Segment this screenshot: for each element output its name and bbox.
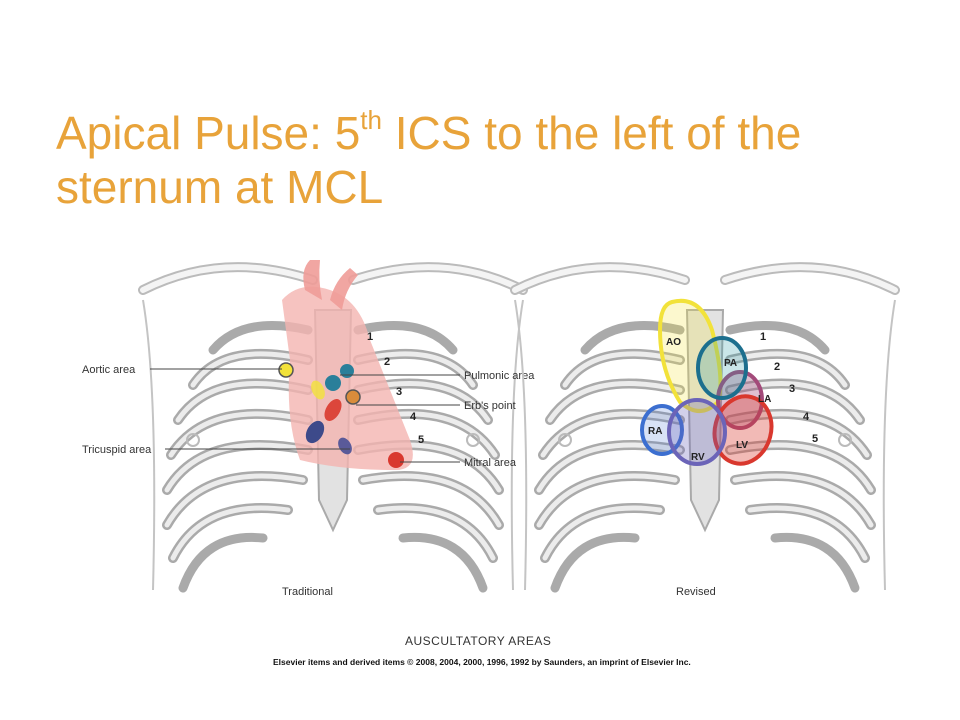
chamber-lv	[712, 394, 774, 466]
title-text-post: ICS to the left of the	[381, 107, 802, 159]
rib-num-right-1: 1	[760, 331, 766, 343]
chamber-ao	[657, 298, 723, 413]
chamber-label-ra: RA	[648, 426, 662, 437]
title-superscript: th	[360, 104, 382, 135]
rib-num-4: 4	[410, 411, 417, 423]
revised-diagram: 1 2 3 4 5 AO PA LA RA RV LV Revised	[515, 267, 895, 598]
caption-traditional: Traditional	[282, 586, 333, 598]
label-erbs-point: Erb's point	[464, 400, 516, 412]
mitral-area-marker	[388, 452, 404, 468]
chamber-label-ao: AO	[666, 337, 681, 348]
rib-num-right-2: 2	[774, 361, 780, 373]
label-aortic-area: Aortic area	[82, 364, 136, 376]
copyright-credit: Elsevier items and derived items © 2008,…	[273, 657, 691, 667]
rib-num-right-3: 3	[789, 383, 795, 395]
chamber-label-lv: LV	[736, 440, 748, 451]
rib-num-right-5: 5	[812, 433, 818, 445]
label-pulmonic-area: Pulmonic area	[464, 370, 535, 382]
rib-num-3: 3	[396, 386, 402, 398]
title-line-1: Apical Pulse: 5th ICS to the left of the	[56, 106, 936, 160]
title-line-2: sternum at MCL	[56, 161, 384, 213]
chamber-pa	[696, 336, 748, 400]
label-mitral-area: Mitral area	[464, 457, 517, 469]
slide-title: Apical Pulse: 5th ICS to the left of the…	[56, 106, 936, 214]
rib-num-right-4: 4	[803, 411, 810, 423]
rib-num-1: 1	[367, 331, 373, 343]
chamber-label-la: LA	[758, 394, 771, 405]
title-text-pre: Apical Pulse: 5	[56, 107, 361, 159]
erbs-point-marker	[345, 389, 361, 405]
caption-revised: Revised	[676, 586, 716, 598]
pulmonic-area-marker-1	[325, 375, 341, 391]
chamber-label-rv: RV	[691, 452, 705, 463]
tricuspid-area-marker	[305, 420, 325, 444]
rib-num-2: 2	[384, 356, 390, 368]
chamber-label-pa: PA	[724, 358, 737, 369]
pulmonic-area-marker-2	[340, 364, 354, 378]
rib-num-5: 5	[418, 434, 424, 446]
auscultatory-areas-heading: AUSCULTATORY AREAS	[405, 634, 551, 648]
traditional-diagram: 1 2 3 4 5 Aortic area Pulmonic area Erb'…	[82, 260, 535, 598]
chamber-rv	[667, 398, 727, 466]
label-tricuspid-area: Tricuspid area	[82, 444, 152, 456]
aortic-area-marker	[278, 362, 294, 378]
chamber-la	[716, 370, 764, 430]
